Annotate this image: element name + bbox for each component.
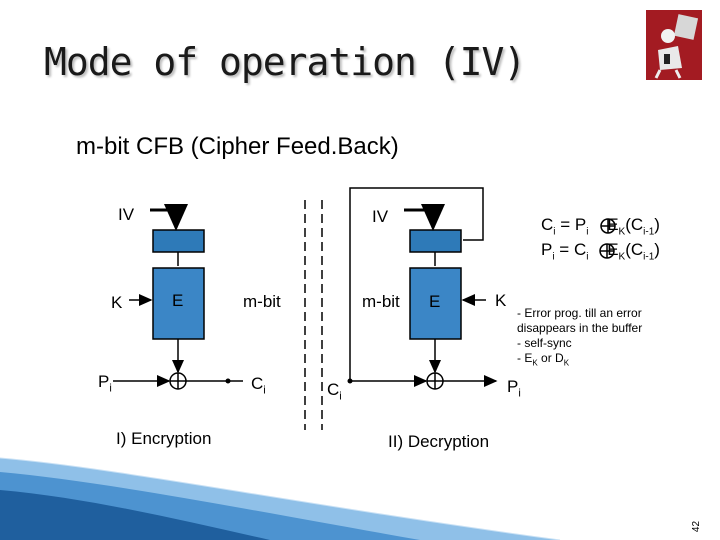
page-number: 42 [690, 520, 702, 533]
dec-xor-icon [426, 372, 444, 390]
dec-feedback-path [349, 187, 484, 381]
enc-iv-label: IV [118, 205, 135, 224]
equation-encrypt: Ci = Pi EK(Ci-1) [541, 215, 660, 238]
hacker-logo-icon [646, 10, 702, 80]
dec-input-dot [347, 378, 353, 384]
note-line-2: disappears in the buffer [517, 321, 643, 335]
dec-iv-label: IV [372, 207, 389, 226]
notes: - Error prog. till an error disappears i… [517, 306, 642, 370]
note-line-3: - self-sync [517, 336, 572, 350]
enc-mbit-label: m-bit [243, 292, 281, 311]
dec-cipher-block [409, 267, 462, 340]
dec-input-label: Ci [327, 380, 342, 403]
eq1-xor-icon [600, 218, 616, 234]
enc-input-label: Pi [98, 372, 112, 395]
enc-shift-register [152, 229, 205, 253]
enc-iv-arrow [150, 204, 188, 231]
note-line-1: - Error prog. till an error [517, 306, 642, 320]
dec-mbit-label: m-bit [362, 292, 400, 311]
dec-output-label: Pi [507, 377, 521, 400]
encryption-section [113, 204, 243, 390]
enc-output-label: Ci [251, 374, 266, 397]
decryption-section [347, 187, 498, 390]
page-title: Mode of operation (IV) [44, 40, 526, 84]
page-subtitle: m-bit CFB (Cipher Feed.Back) [76, 133, 399, 160]
dec-key-label: K [495, 291, 507, 310]
enc-output-dot [225, 378, 231, 384]
enc-cipher-block [152, 267, 205, 340]
bottom-wave-decoration [0, 457, 561, 540]
eq2-xor-icon [599, 243, 615, 259]
equation-decrypt: Pi = Ci EK(Ci-1) [541, 240, 660, 263]
dec-caption: II) Decryption [388, 432, 490, 451]
dec-shift-register [409, 229, 462, 253]
enc-key-label: K [111, 293, 123, 312]
dec-iv-arrow [404, 204, 445, 231]
enc-caption: I) Encryption [116, 429, 212, 448]
dec-e-label: E [429, 292, 441, 311]
enc-e-label: E [172, 291, 184, 310]
note-line-4: - EK or DK [517, 351, 570, 368]
enc-xor-icon [169, 372, 187, 390]
